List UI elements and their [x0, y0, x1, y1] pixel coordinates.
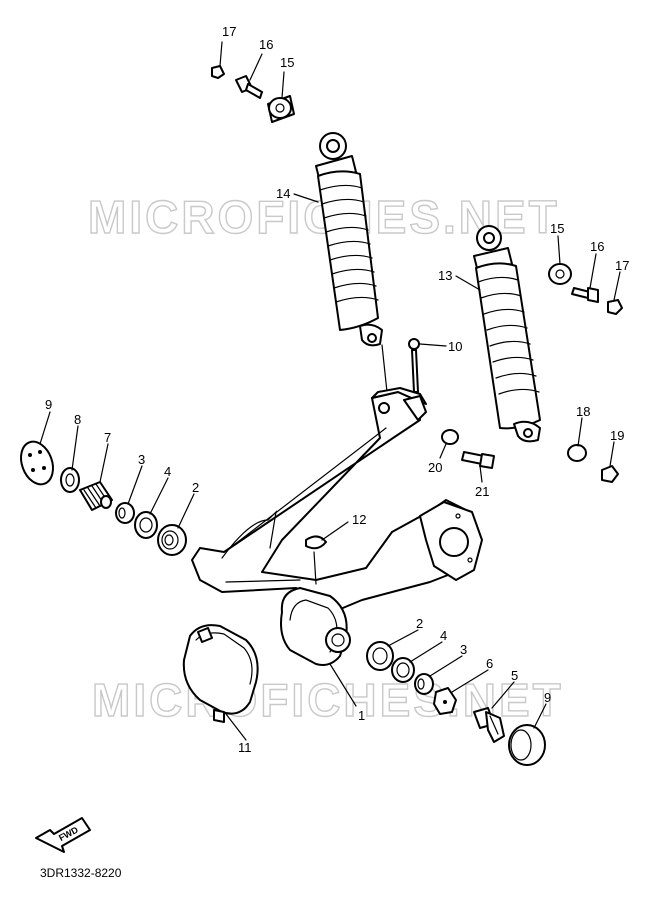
- callout-14: 14: [276, 186, 290, 201]
- bearing-2-left[interactable]: [157, 524, 187, 556]
- callout-13: 13: [438, 268, 452, 283]
- collar-3-right[interactable]: [414, 673, 434, 695]
- callout-3-right: 3: [460, 642, 467, 657]
- bolt-16-left[interactable]: [235, 75, 263, 99]
- callout-9-right: 9: [544, 690, 551, 705]
- rear-shock-absorber-14[interactable]: [315, 132, 388, 393]
- callout-4-right: 4: [440, 628, 447, 643]
- nut-17-right[interactable]: [607, 299, 623, 315]
- nut-17-left[interactable]: [211, 65, 225, 79]
- collar-18[interactable]: [567, 444, 587, 462]
- callout-2-left: 2: [192, 480, 199, 495]
- collar-3-left[interactable]: [115, 502, 135, 524]
- leader-lines: [39, 41, 621, 741]
- bolt-21[interactable]: [461, 451, 495, 469]
- callout-17-right: 17: [615, 258, 629, 273]
- oil-seal-4-left[interactable]: [134, 511, 158, 539]
- callout-20: 20: [428, 460, 442, 475]
- callout-1: 1: [358, 708, 365, 723]
- bolt-10[interactable]: [408, 338, 420, 393]
- oil-seal-4-right[interactable]: [391, 657, 415, 683]
- chain-case-11[interactable]: [182, 624, 259, 723]
- callout-17-left: 17: [222, 24, 236, 39]
- pivot-shaft-7[interactable]: [79, 481, 113, 511]
- callout-10: 10: [448, 339, 462, 354]
- callout-7: 7: [104, 430, 111, 445]
- callout-6: 6: [486, 656, 493, 671]
- cap-9-left[interactable]: [15, 437, 58, 489]
- swing-arm-1[interactable]: [191, 387, 483, 666]
- callout-8: 8: [74, 412, 81, 427]
- collar-15-left[interactable]: [267, 95, 295, 123]
- callout-16-left: 16: [259, 37, 273, 52]
- collar-20[interactable]: [441, 429, 459, 445]
- drawing-code: 3DR1332-8220: [40, 866, 122, 880]
- callout-2-right: 2: [416, 616, 423, 631]
- lock-washer-6[interactable]: [433, 687, 457, 715]
- nut-19[interactable]: [601, 465, 619, 483]
- pivot-bolt-5[interactable]: [473, 707, 505, 743]
- callout-18: 18: [576, 404, 590, 419]
- bearing-8[interactable]: [60, 467, 80, 493]
- callout-12: 12: [352, 512, 366, 527]
- bearing-2-right[interactable]: [366, 641, 394, 671]
- callout-3-left: 3: [138, 452, 145, 467]
- callout-9-left: 9: [45, 397, 52, 412]
- forward-arrow-icon: FWD: [35, 817, 91, 853]
- callout-16-right: 16: [590, 239, 604, 254]
- callout-4-left: 4: [164, 464, 171, 479]
- callout-15-left: 15: [280, 55, 294, 70]
- rear-shock-absorber-13[interactable]: [473, 225, 541, 443]
- bolt-16-right[interactable]: [571, 287, 599, 303]
- callout-5: 5: [511, 668, 518, 683]
- cap-9-right[interactable]: [508, 724, 546, 766]
- callout-15-right: 15: [550, 221, 564, 236]
- callout-21: 21: [475, 484, 489, 499]
- callout-19: 19: [610, 428, 624, 443]
- collar-15-right[interactable]: [548, 263, 572, 285]
- callout-11: 11: [238, 740, 252, 755]
